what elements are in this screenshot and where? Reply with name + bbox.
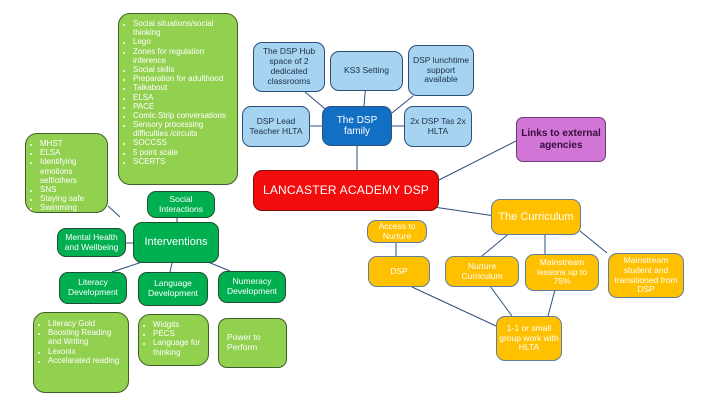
language-list: WidgitsPECSLanguage for thinking [138, 314, 209, 366]
list-item: Swimming [40, 203, 104, 212]
list-item: Comic Strip conversations [133, 111, 233, 120]
lancaster-academy-dsp-box: LANCASTER ACADEMY DSP [253, 170, 439, 211]
connector-centre-links [438, 140, 517, 181]
language-development-box: Language Development [138, 272, 208, 306]
connector-interventions-numeracy [207, 261, 231, 272]
dsp-curriculum-box: DSP [368, 256, 430, 287]
list-item: Identifying emotions self/others [40, 157, 104, 185]
list-item: Zones for regulation inference [133, 47, 233, 65]
dsp-tas-box: 2x DSP Tas 2x HLTA [404, 106, 472, 147]
connector-nurture-group [489, 285, 513, 317]
interventions-box: Interventions [133, 222, 219, 263]
list-item: Preparation for adulthood [133, 74, 233, 83]
mainstream-lessons-box: Mainstream lessons up to 75% [525, 254, 599, 291]
list-item: Social situations/social thinking [133, 19, 233, 37]
list-item: Literacy Gold [48, 319, 125, 328]
access-to-nurture-box: Access to Nurture [367, 220, 427, 243]
connector-curriculum-nurture [481, 230, 513, 257]
list-item: PECS [153, 329, 205, 338]
list-item: Sensory processing difficulties /circuit… [133, 120, 233, 138]
list-item: MHST [40, 139, 104, 148]
dsp-lead-box: DSP Lead Teacher HLTA [242, 106, 310, 147]
list-item: SCERTS [133, 157, 233, 166]
list-item: Staying safe [40, 194, 104, 203]
list-item: ELSA [40, 148, 104, 157]
connector-mainstream-group [547, 285, 557, 317]
power-to-perform-box: Power to Perform [218, 318, 287, 368]
list-item: Talkabout [133, 83, 233, 92]
mental-health-list: MHSTELSAIdentifying emotions self/others… [25, 133, 108, 213]
literacy-development-box: Literacy Development [59, 272, 127, 304]
the-curriculum-box: The Curriculum [491, 199, 581, 235]
mental-health-box: Mental Health and Wellbeing [57, 228, 126, 257]
connector-interventions-language [169, 262, 173, 273]
list-item: Social skills [133, 65, 233, 74]
links-external-agencies-box: Links to external agencies [516, 117, 606, 162]
connector-dsp-group [411, 286, 497, 327]
group-work-box: 1-1 or small group work with HLTA [496, 316, 562, 361]
list-item: Language for thinking [153, 338, 205, 356]
list-item: Lego [133, 37, 233, 46]
social-interactions-box: Social Interactions [147, 191, 215, 218]
connector-mental-list [107, 205, 121, 218]
ks3-setting-box: KS3 Setting [330, 51, 403, 91]
dsp-family-box: The DSP family [322, 106, 392, 146]
dsp-hub-box: The DSP Hub space of 2 dedicated classro… [253, 42, 325, 92]
transitioned-student-box: Mainstream student and transitioned from… [608, 253, 684, 298]
connector-dsp-lunchtime [391, 95, 414, 114]
list-item: SOCCSS [133, 138, 233, 147]
dsp-lunchtime-box: DSP lunchtime support available [408, 45, 474, 96]
list-item: PACE [133, 102, 233, 111]
list-item: 5 point scale [133, 148, 233, 157]
list-item: SNS [40, 185, 104, 194]
list-item: Accelarated reading [48, 356, 125, 365]
nurture-curriculum-box: Nurture Curriculum [445, 256, 519, 287]
list-item: Lexonix [48, 347, 125, 356]
connector-curriculum-transitioned [579, 230, 608, 254]
literacy-list: Literacy GoldBoosting Reading and Writin… [33, 312, 129, 393]
list-item: Boosting Reading and Writing [48, 328, 125, 346]
social-interactions-list: Social situations/social thinkingLegoZon… [118, 13, 238, 185]
numeracy-development-box: Numeracy Development [218, 271, 286, 303]
list-item: Widgits [153, 320, 205, 329]
list-item: ELSA [133, 93, 233, 102]
